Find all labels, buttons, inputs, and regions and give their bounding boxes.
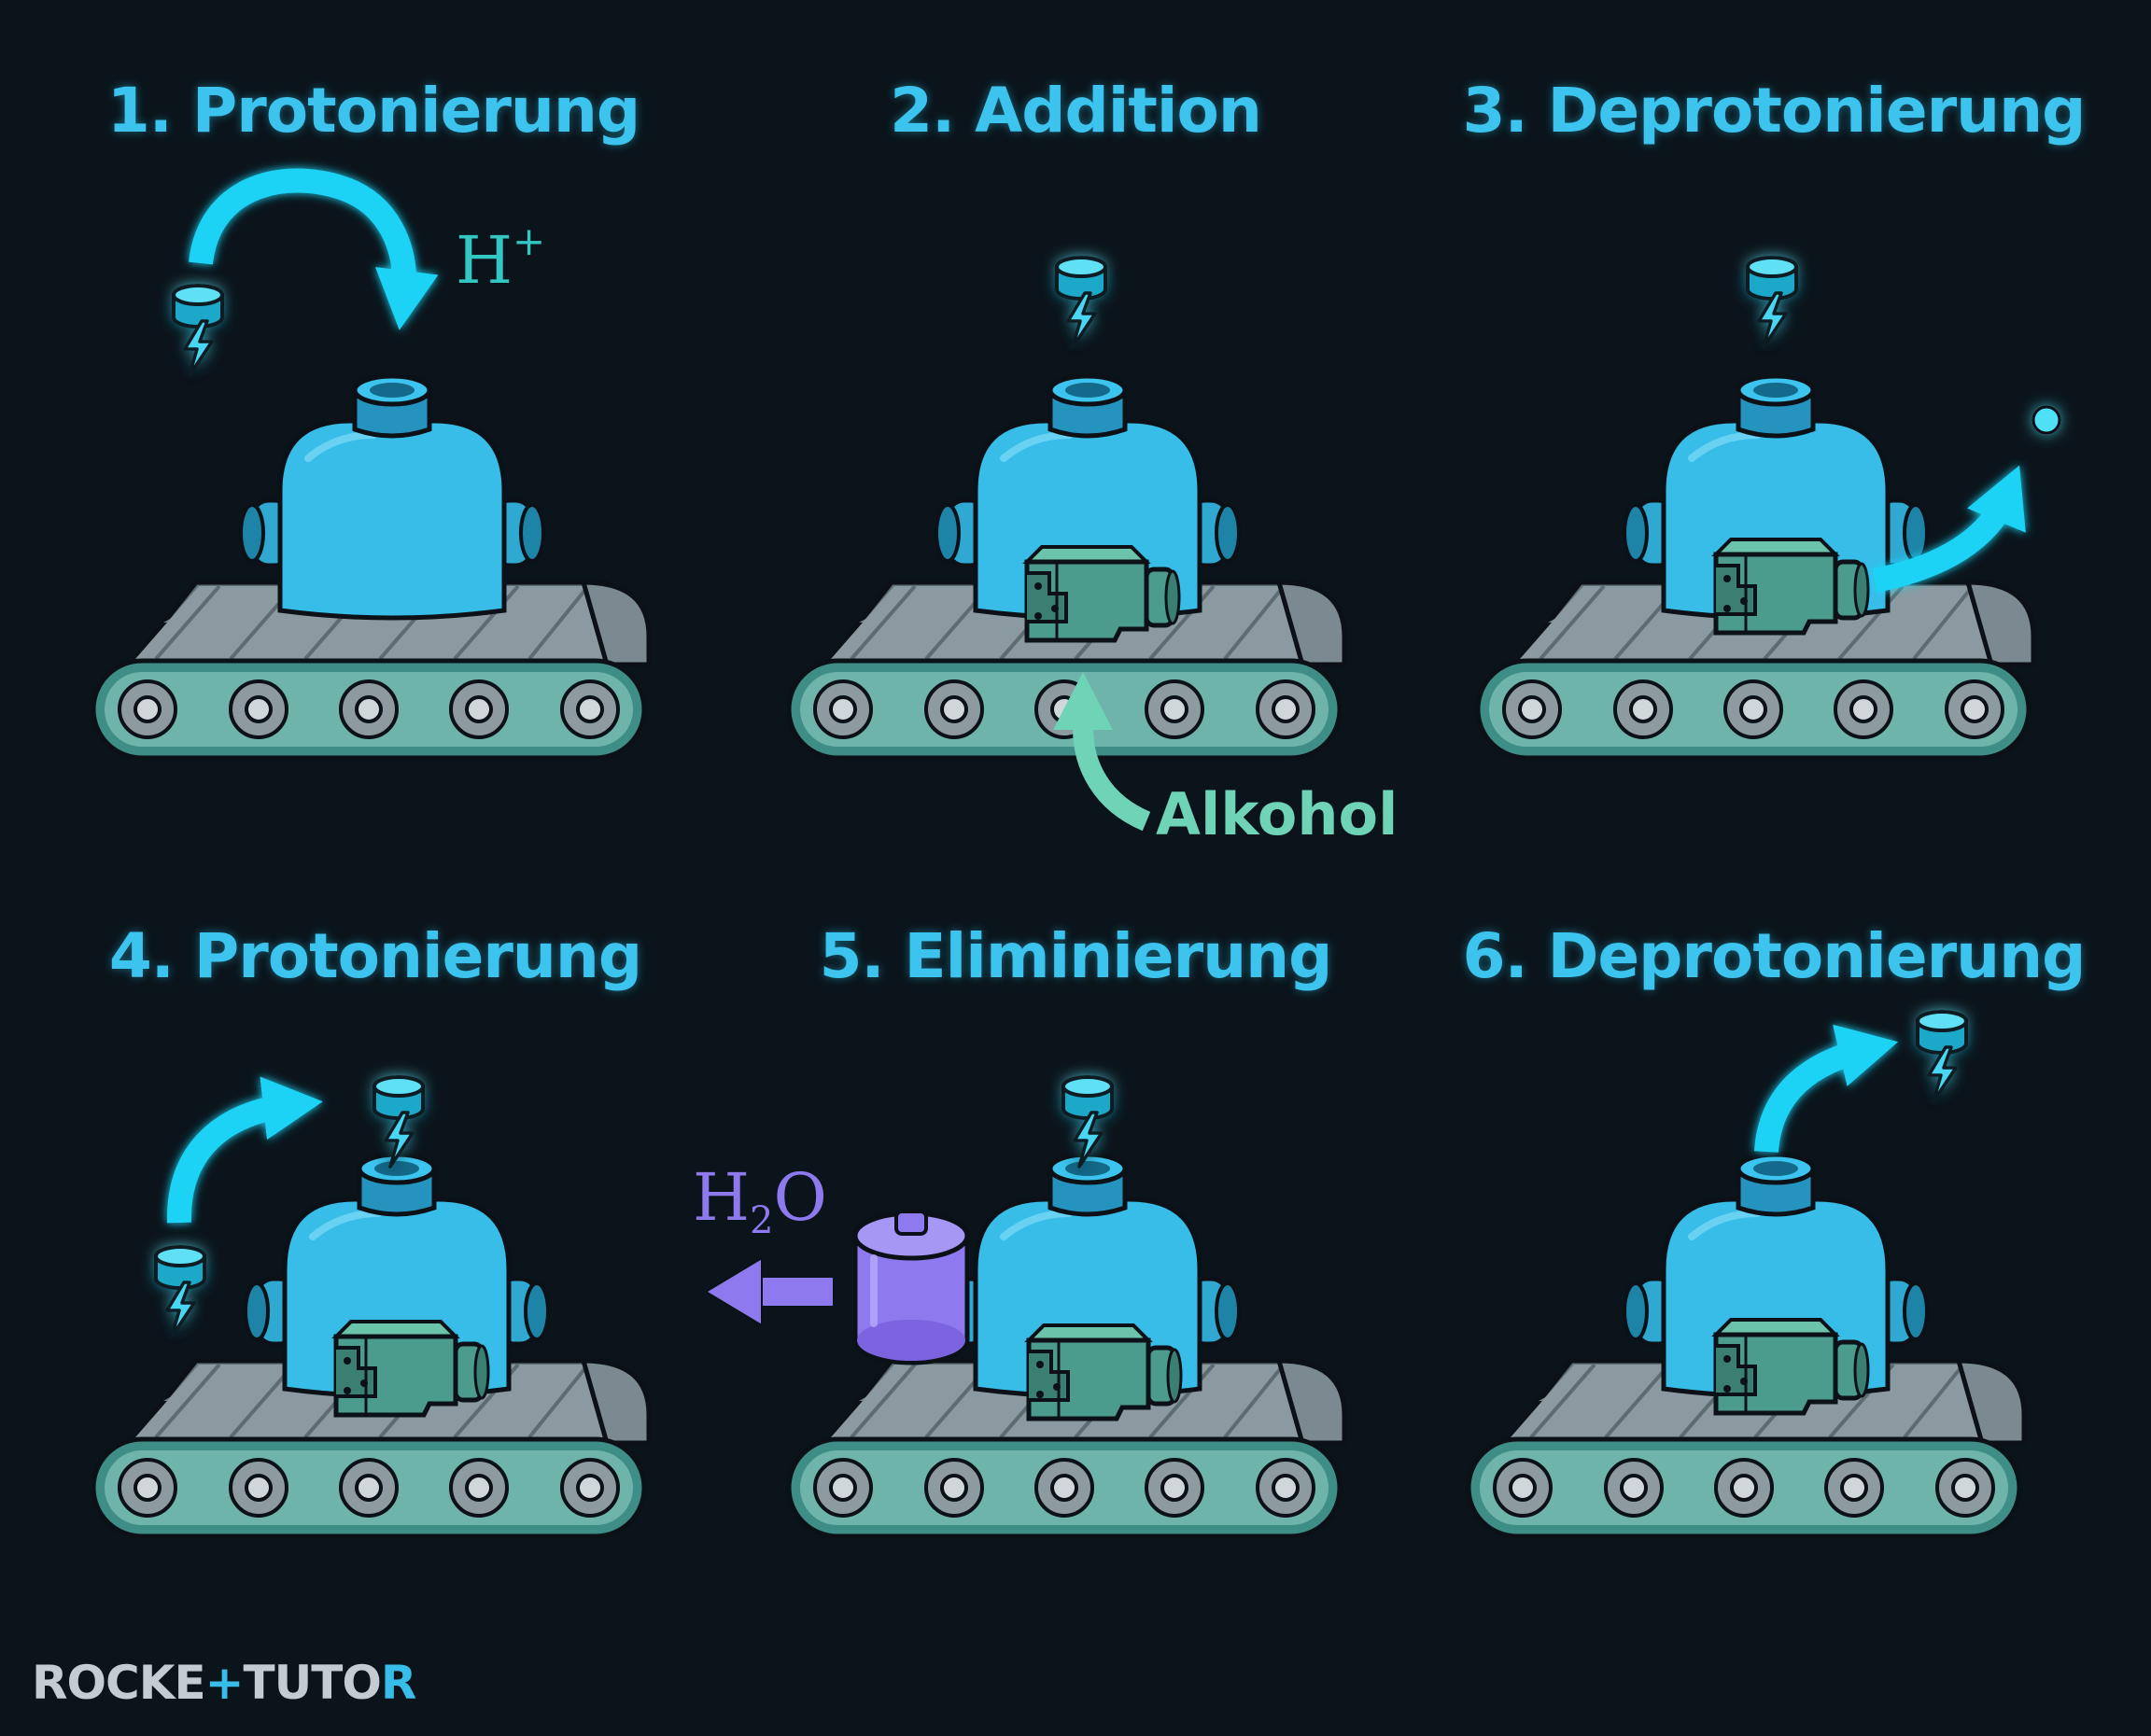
step-title-6: 6. Deprotonierung bbox=[1462, 920, 2087, 992]
curved-arrow-icon bbox=[1872, 465, 2026, 593]
curved-arrow-icon bbox=[166, 1076, 323, 1224]
panel-2 bbox=[789, 256, 1344, 832]
brand-plus: + bbox=[204, 1656, 245, 1710]
brand-text-end: R bbox=[380, 1656, 417, 1710]
lightning-bolt-icon bbox=[154, 1245, 206, 1338]
panel-1 bbox=[93, 168, 649, 758]
curved-arrow-icon bbox=[1754, 1024, 1899, 1154]
alkohol-label: Alkohol bbox=[1156, 780, 1399, 848]
h-plus-superscript: + bbox=[513, 218, 546, 264]
water-label: H2O bbox=[693, 1165, 827, 1239]
step-title-1: 1. Protonierung bbox=[106, 75, 640, 147]
water-subscript: 2 bbox=[750, 1199, 774, 1242]
brand-logo: ROCKE+TUTOR bbox=[32, 1656, 417, 1710]
lightning-bolt-icon bbox=[172, 284, 224, 377]
h-plus-label: H+ bbox=[456, 222, 545, 294]
curved-arrow-icon bbox=[1053, 672, 1151, 832]
step-title-2: 2. Addition bbox=[890, 75, 1262, 147]
purple-canister-icon bbox=[855, 1211, 967, 1363]
brand-text-2: TUTO bbox=[243, 1656, 382, 1710]
panel-5 bbox=[704, 1075, 1344, 1536]
panel-3 bbox=[1478, 256, 2061, 758]
lightning-bolt-icon bbox=[1061, 1075, 1114, 1169]
lightning-bolt-icon bbox=[1055, 256, 1107, 349]
brand-text-1: ROCKE bbox=[32, 1656, 206, 1710]
curved-arrow-icon bbox=[189, 168, 439, 330]
h-plus-base: H bbox=[456, 222, 513, 299]
step-title-3: 3. Deprotonierung bbox=[1462, 75, 2087, 147]
water-h: H bbox=[693, 1159, 751, 1236]
reactor-vessel-icon bbox=[241, 376, 543, 618]
step-title-4: 4. Protonierung bbox=[108, 920, 642, 992]
lightning-bolt-icon bbox=[1746, 256, 1798, 349]
water-o: O bbox=[773, 1159, 827, 1236]
proton-dot-icon bbox=[2032, 405, 2061, 435]
lightning-bolt-icon bbox=[1916, 1010, 1968, 1103]
step-title-5: 5. Eliminierung bbox=[819, 920, 1333, 992]
panel-4 bbox=[93, 1075, 649, 1536]
lightning-bolt-icon bbox=[373, 1075, 425, 1169]
arrowhead-icon bbox=[704, 1256, 763, 1327]
panel-6 bbox=[1469, 1010, 2024, 1536]
